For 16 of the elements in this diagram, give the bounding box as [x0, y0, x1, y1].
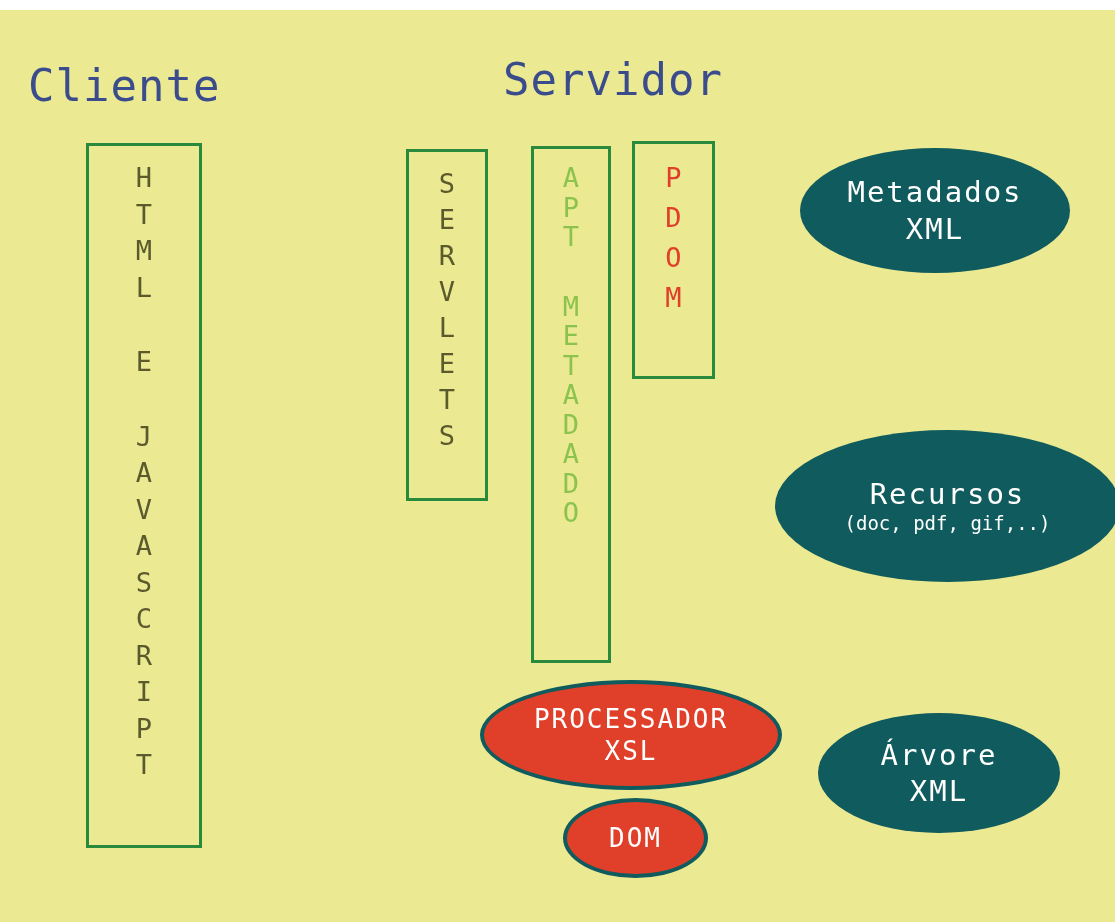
vertical-box [406, 149, 488, 501]
vertical-label: PDOM [664, 161, 683, 315]
ellipse-label: Recursos [869, 476, 1026, 513]
ellipse-label: Árvore XML [879, 736, 999, 810]
ellipse-label: DOM [609, 821, 662, 855]
vertical-box [86, 143, 202, 848]
heading: Cliente [28, 60, 221, 111]
sub-label: (doc, pdf, gif,..) [844, 512, 1051, 536]
ellipse-label: Metadados XML [846, 174, 1024, 247]
vertical-label: SERVLETS [437, 167, 457, 453]
vertical-box [632, 141, 715, 379]
vertical-label: APT METADADO [561, 163, 581, 530]
vertical-label: HTML E JAVASCRIPT [134, 161, 154, 782]
ellipse-label: PROCESSADOR XSL [532, 702, 730, 768]
vertical-box [531, 146, 611, 663]
heading: Servidor [503, 54, 723, 105]
